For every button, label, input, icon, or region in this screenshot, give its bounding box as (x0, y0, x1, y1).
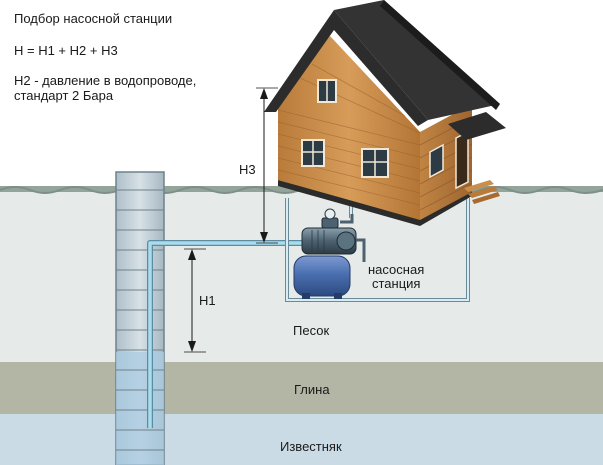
formula-text: H = H1 + H2 + H3 (14, 43, 118, 58)
limestone-layer-label: Известняк (280, 439, 342, 454)
sand-layer-label: Песок (293, 323, 330, 338)
note-line-1: H2 - давление в водопроводе, (14, 73, 197, 88)
limestone-layer (0, 414, 603, 465)
suction-pipe (147, 240, 306, 428)
clay-layer-label: Глина (294, 382, 330, 397)
front-window-right (361, 148, 389, 178)
side-window (429, 143, 444, 179)
roof-front-edge (264, 10, 428, 126)
front-window-left (301, 139, 325, 167)
house (264, 0, 506, 226)
porch-steps (464, 180, 500, 204)
h1-dimension (184, 248, 206, 353)
pump-station (293, 208, 366, 299)
roof-slope (334, 0, 500, 120)
note-line-2: стандарт 2 Бара (14, 88, 114, 103)
h3-dimension (256, 87, 278, 244)
well-shaft (115, 171, 165, 465)
h1-label: H1 (199, 293, 216, 308)
station-label-line-2: станция (372, 276, 421, 291)
attic-window (317, 79, 337, 103)
station-label-line-1: насосная (368, 262, 425, 277)
diagram-title: Подбор насосной станции (14, 11, 173, 26)
h3-label: H3 (239, 162, 256, 177)
clay-layer (0, 362, 603, 414)
side-door (455, 130, 469, 190)
